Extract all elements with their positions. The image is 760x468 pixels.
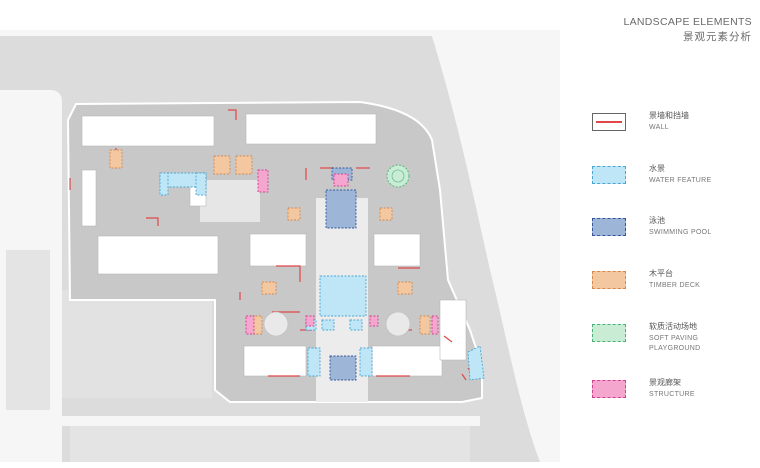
- swimming-pool-swatch: [592, 218, 626, 236]
- buildings: [81, 113, 467, 377]
- water-feature-swatch: [592, 166, 626, 184]
- swimming-pool: [325, 189, 357, 229]
- north-plaza: [200, 180, 260, 222]
- timber-deck: [287, 207, 301, 221]
- soft-paving-playground: [386, 164, 410, 188]
- water-feature: [319, 275, 367, 317]
- title-cn: 景观元素分析: [683, 31, 752, 43]
- timber-deck: [109, 149, 123, 169]
- legend-item-deck: 木平台 TIMBER DECK: [592, 268, 752, 302]
- water-feature: [359, 347, 373, 377]
- road-south: [0, 416, 480, 426]
- legend-label-en: SOFT PAVING PLAYGROUND: [649, 334, 701, 354]
- structure: [431, 315, 439, 335]
- timber-deck-swatch: [592, 271, 626, 289]
- lot-s: [70, 426, 470, 462]
- legend-label-cn: 景墙和挡墙: [649, 111, 689, 120]
- timber-deck: [379, 207, 393, 221]
- structure: [369, 315, 379, 327]
- water-feature: [195, 172, 207, 196]
- plaza-circles: [263, 311, 411, 337]
- legend-item-pool: 泳池 SWIMMING POOL: [592, 215, 752, 249]
- legend-label-en: WALL: [649, 124, 670, 131]
- structure-swatch: [592, 380, 626, 398]
- timber-deck: [261, 281, 277, 295]
- legend-label-en-line1: SOFT PAVING: [649, 335, 699, 342]
- legend-label-en-line2: PLAYGROUND: [649, 345, 701, 352]
- timber-deck: [213, 155, 231, 175]
- water-feature: [321, 319, 335, 331]
- legend: 景墙和挡墙 WALL 水景 WATER FEATURE 泳池 SWIMMING …: [592, 0, 752, 468]
- timber-deck: [235, 155, 253, 175]
- timber-deck: [397, 281, 413, 295]
- water-feature: [159, 172, 169, 196]
- water-feature: [467, 345, 485, 381]
- water-feature: [349, 319, 363, 331]
- legend-label-en: WATER FEATURE: [649, 177, 712, 184]
- structures: [245, 169, 439, 335]
- lot-sw: [6, 250, 50, 410]
- legend-label-cn: 水景: [649, 164, 665, 173]
- legend-label-en: STRUCTURE: [649, 391, 695, 398]
- structure: [305, 315, 315, 327]
- legend-label-cn: 泳池: [649, 216, 665, 225]
- title-en: LANDSCAPE ELEMENTS: [623, 16, 752, 28]
- water-feature: [307, 347, 321, 377]
- structure: [333, 173, 349, 187]
- swimming-pool: [329, 355, 357, 381]
- road-north: [0, 30, 560, 36]
- legend-item-wall: 景墙和挡墙 WALL: [592, 110, 752, 144]
- legend-label-en: TIMBER DECK: [649, 282, 701, 289]
- soft-paving-swatch: [592, 324, 626, 342]
- structure: [257, 169, 269, 193]
- legend-item-water: 水景 WATER FEATURE: [592, 163, 752, 197]
- road-east: [430, 30, 560, 462]
- site-plan-map: [0, 30, 560, 462]
- structure: [245, 315, 255, 335]
- legend-label-cn: 软质活动场地: [649, 322, 697, 331]
- lot-sw2: [62, 290, 212, 398]
- legend-item-structure: 景观廊架 STRUCTURE: [592, 377, 752, 411]
- legend-label-cn: 木平台: [649, 269, 673, 278]
- wall-swatch: [592, 113, 626, 131]
- legend-label-en: SWIMMING POOL: [649, 229, 712, 236]
- timber-deck: [419, 315, 431, 335]
- legend-label-cn: 景观廊架: [649, 378, 681, 387]
- legend-item-soft: 软质活动场地 SOFT PAVING PLAYGROUND: [592, 321, 752, 355]
